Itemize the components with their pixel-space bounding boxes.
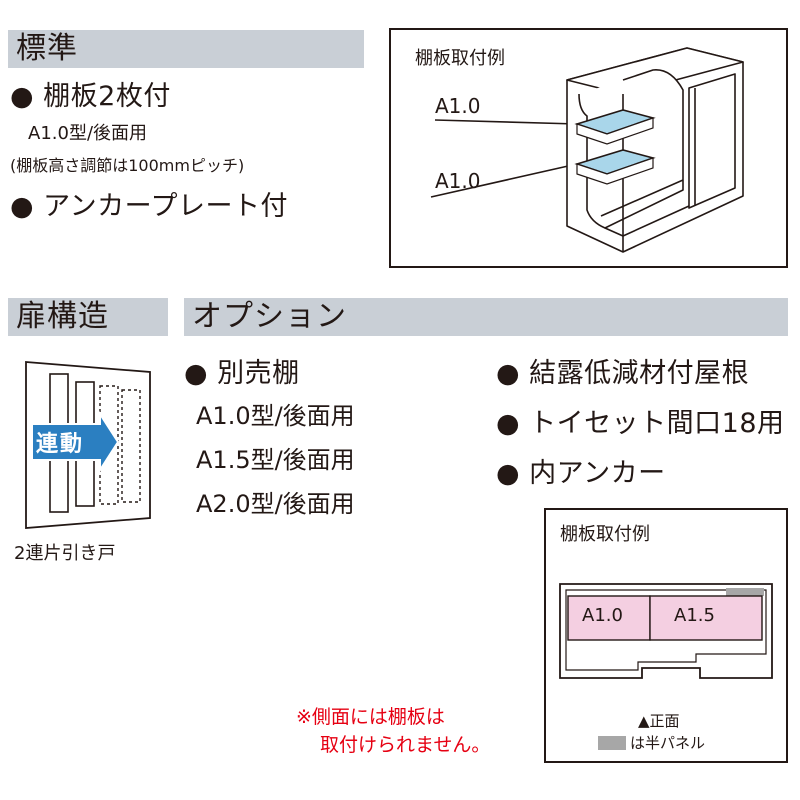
shelf-label-lower: A1.0 (435, 169, 481, 193)
options-section-header: オプション (184, 298, 788, 336)
shelf-label-left: A1.0 (582, 605, 623, 626)
leader-line-upper (434, 119, 578, 125)
door-linked-badge: 連動 (36, 432, 85, 457)
option-shelf-type-1: A1.0型/後面用 (196, 402, 355, 430)
shelf-label-upper: A1.0 (435, 94, 481, 118)
standard-item-anchor-plate: アンカープレート付 (10, 184, 288, 223)
note-line-2: 取付けられません。 (320, 734, 491, 756)
shelf-a10 (567, 595, 651, 641)
option-shelf-label: 別売棚 (217, 358, 300, 389)
option-inner-anchor: 内アンカー (496, 451, 666, 490)
door-caption: 2連片引き戸 (14, 543, 116, 564)
note-line-1: ※側面には棚板は (296, 706, 445, 728)
option-roof-label: 結露低減材付屋根 (529, 358, 750, 389)
linked-arrow-icon (31, 410, 120, 474)
options-title: オプション (192, 299, 347, 334)
cabinet-isometric-drawing (430, 47, 744, 253)
legend-half-panel: は半パネル (630, 734, 706, 752)
shelf-label-right: A1.5 (674, 605, 715, 626)
shelf-a15 (649, 595, 763, 641)
option-toilet-set-label: トイセット間口18用 (529, 408, 785, 439)
option-roof: 結露低減材付屋根 (496, 351, 749, 390)
option-shelf-type-2: A1.5型/後面用 (196, 446, 355, 474)
standard-title: 標準 (16, 31, 78, 66)
shelf-example-top-frame: 棚板取付例 A1.0 A1.0 (389, 28, 788, 268)
door-section-header: 扉構造 (8, 298, 168, 336)
standard-item-shelves-note: (棚板高さ調節は100mmピッチ) (10, 156, 245, 175)
shelf-example-top-title: 棚板取付例 (415, 48, 505, 69)
option-shelf-type-3: A2.0型/後面用 (196, 490, 355, 518)
standard-item-anchor-plate-label: アンカープレート付 (43, 191, 288, 222)
shelf-example-bottom-frame: 棚板取付例 A1.0 A1.5 ▲正面 は半パネル (544, 508, 788, 763)
door-panel-slid-2 (121, 389, 141, 503)
shelf-plan-drawing (559, 583, 773, 750)
half-panel-marker (726, 588, 764, 596)
door-title: 扉構造 (16, 299, 109, 334)
shelf-example-bottom-title: 棚板取付例 (560, 524, 650, 545)
standard-item-shelves-sub: A1.0型/後面用 (28, 123, 148, 144)
legend-front: ▲正面 (638, 712, 680, 730)
sliding-door-diagram (25, 361, 151, 529)
legend-gray-swatch (598, 736, 626, 750)
door-panel (688, 73, 736, 209)
option-toilet-set: トイセット間口18用 (496, 401, 785, 440)
cabinet-opening (578, 69, 684, 229)
standard-item-shelves-label: 棚板2枚付 (43, 81, 171, 112)
standard-section-header: 標準 (8, 30, 364, 68)
leader-line-lower (430, 163, 578, 198)
option-shelf: 別売棚 (184, 351, 300, 390)
option-inner-anchor-label: 内アンカー (529, 458, 666, 489)
standard-item-shelves: 棚板2枚付 (10, 74, 171, 113)
